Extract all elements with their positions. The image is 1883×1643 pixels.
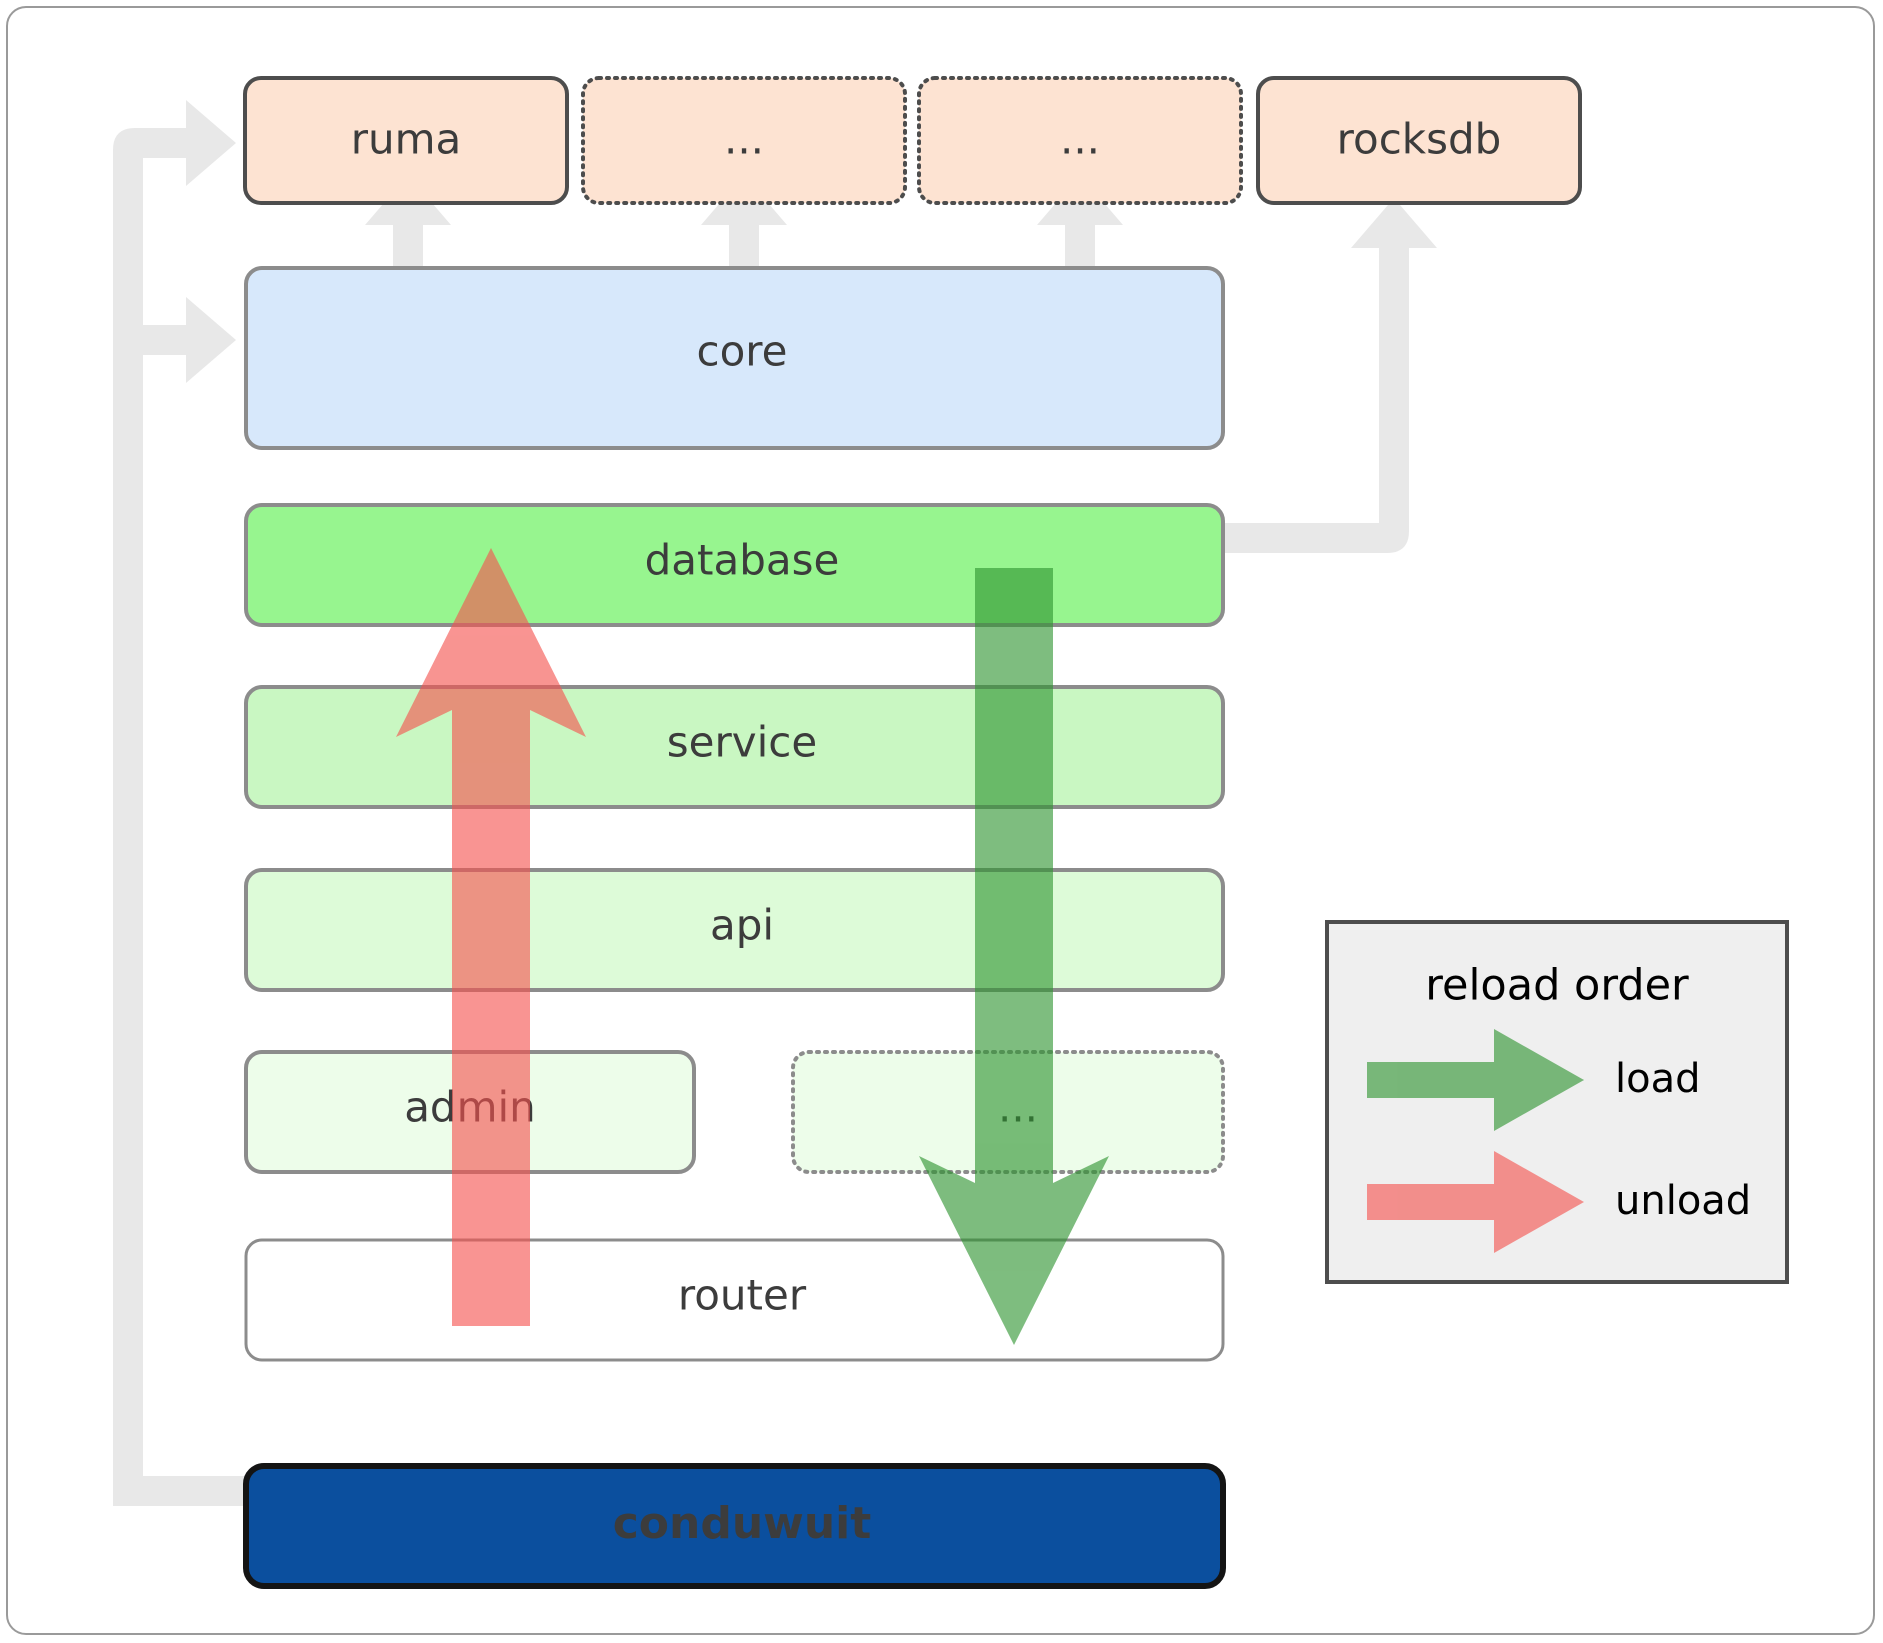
node-rocksdb-shape <box>1256 76 1582 205</box>
legend-unload-arrow-head <box>1494 1151 1584 1253</box>
node-ruma[interactable]: ruma <box>243 76 569 205</box>
node-ellipsis-top-1-shape <box>581 76 907 205</box>
node-rocksdb-label: rocksdb <box>1337 115 1502 164</box>
node-ellipsis-top-2[interactable]: ... <box>917 76 1243 205</box>
legend-box: reload order load unload <box>1325 920 1789 1284</box>
edge-core-to-ellipsis-2 <box>1037 175 1123 268</box>
load-arrow-shaft <box>975 568 1053 1254</box>
node-conduwuit-label: conduwuit <box>613 1498 872 1549</box>
unload-arrow-head <box>396 548 586 737</box>
node-database-label: database <box>645 536 840 585</box>
legend-entry-unload: unload <box>1367 1151 1751 1253</box>
node-ruma-shape <box>243 76 569 205</box>
legend-title: reload order <box>1425 961 1689 1011</box>
node-router-label: router <box>678 1271 807 1320</box>
node-rocksdb[interactable]: rocksdb <box>1256 76 1582 205</box>
load-arrow <box>919 568 1109 1345</box>
legend-entry-load: load <box>1367 1029 1701 1131</box>
node-ellipsis-top-2-shape <box>917 76 1243 205</box>
node-core-shape <box>244 266 1225 450</box>
edge-conduwuit-bus-bottom <box>113 1476 248 1506</box>
edge-core-to-ellipsis-1 <box>701 175 787 268</box>
unload-arrow-shaft <box>452 640 530 1326</box>
node-api-label: api <box>710 901 774 950</box>
legend-box-shape <box>1325 920 1789 1284</box>
node-core[interactable]: core <box>244 266 1225 450</box>
node-ellipsis-top-1[interactable]: ... <box>581 76 907 205</box>
node-conduwuit[interactable]: conduwuit <box>243 1463 1226 1589</box>
legend-load-arrow-head-2 <box>1494 1029 1584 1131</box>
legend-unload-label: unload <box>1615 1178 1751 1224</box>
edge-database-to-rocksdb <box>1223 198 1437 553</box>
edge-conduwuit-to-ruma-core <box>113 100 236 1476</box>
edge-conduwuit-to-core <box>143 297 236 383</box>
node-ellipsis-top-1-label: ... <box>724 115 764 164</box>
legend-load-label: load <box>1615 1056 1701 1102</box>
node-core-label: core <box>697 327 788 376</box>
edge-core-to-ruma <box>365 175 451 268</box>
node-service-label: service <box>667 718 817 767</box>
unload-arrow <box>396 548 586 1326</box>
load-arrow-head <box>919 1156 1109 1345</box>
node-ellipsis-top-2-label: ... <box>1060 115 1100 164</box>
node-conduwuit-shape <box>243 1463 1226 1589</box>
node-ruma-label: ruma <box>351 115 462 164</box>
